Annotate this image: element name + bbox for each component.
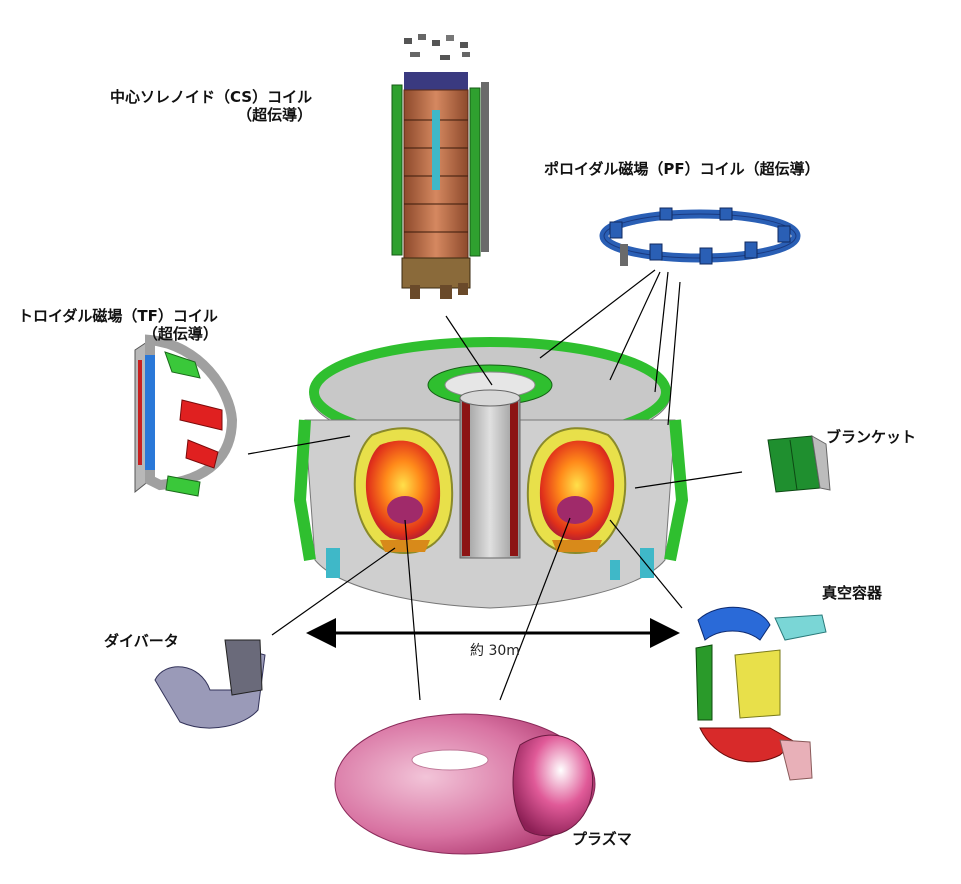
cs-coil-label-line2: （超伝導） — [237, 106, 313, 124]
divertor-component — [154, 639, 266, 729]
leader-cs — [445, 315, 493, 386]
leader-pf-1 — [539, 269, 656, 359]
tf-coil-label: トロイダル磁場（TF）コイル （超伝導） — [18, 307, 218, 343]
plasma-label: プラズマ — [572, 830, 632, 848]
leader-divertor — [271, 547, 396, 636]
vacuum-vessel-component — [695, 606, 827, 781]
tf-coil-label-line2: （超伝導） — [142, 325, 218, 343]
leader-plasma-2 — [499, 517, 571, 701]
cs-coil-label-line1: 中心ソレノイド（CS）コイル — [110, 88, 313, 106]
leader-plasma-1 — [404, 519, 421, 701]
blanket-label: ブランケット — [826, 428, 917, 446]
tf-coil-component — [134, 334, 238, 497]
cs-coil-component — [391, 34, 489, 299]
leader-pf-2 — [609, 271, 661, 381]
pf-coil-label: ポロイダル磁場（PF）コイル（超伝導） — [544, 160, 820, 178]
cs-coil-label: 中心ソレノイド（CS）コイル （超伝導） — [110, 88, 312, 124]
leader-lines — [247, 269, 743, 701]
leader-blanket — [634, 471, 743, 489]
vacuum-vessel-label: 真空容器 — [822, 584, 883, 602]
leader-pf-4 — [667, 281, 681, 426]
blanket-component — [767, 435, 831, 493]
divertor-label: ダイバータ — [104, 632, 179, 650]
leader-vessel — [609, 519, 683, 609]
tf-coil-label-line1: トロイダル磁場（TF）コイル — [18, 307, 218, 325]
cs-top-parts — [404, 34, 470, 60]
leader-tf — [247, 435, 351, 455]
pf-coil-component — [599, 207, 801, 266]
tokamak-cutaway — [293, 337, 689, 609]
plasma-torus — [334, 713, 596, 855]
dimension-label: 約 30m — [470, 643, 520, 659]
leader-pf-3 — [654, 271, 669, 393]
